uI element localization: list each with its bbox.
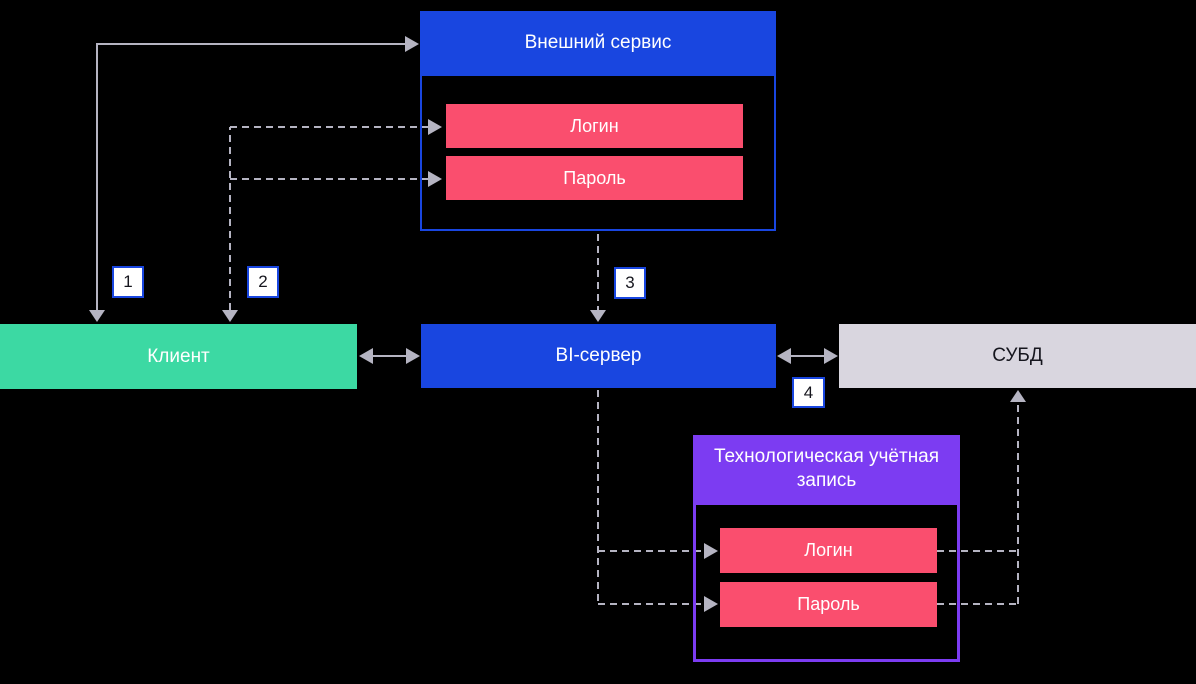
step-label-2: 2 bbox=[247, 266, 279, 298]
bi-server-label: BI-сервер bbox=[555, 345, 642, 366]
bi-server-box: BI-сервер bbox=[421, 324, 776, 388]
dbms-box: СУБД bbox=[839, 324, 1196, 388]
external-service-header: Внешний сервис bbox=[420, 11, 776, 74]
step-2-text: 2 bbox=[258, 272, 268, 291]
client-box: Клиент bbox=[0, 324, 357, 389]
external-login-label: Логин bbox=[570, 115, 619, 136]
external-password-label: Пароль bbox=[563, 167, 626, 188]
client-label: Клиент bbox=[147, 345, 210, 367]
conn-client-bi bbox=[359, 348, 420, 364]
tech-login-field: Логин bbox=[720, 528, 937, 573]
external-service-title: Внешний сервис bbox=[524, 31, 672, 53]
step-label-3: 3 bbox=[614, 267, 646, 299]
step-label-1: 1 bbox=[112, 266, 144, 298]
tech-password-label: Пароль bbox=[797, 594, 860, 614]
tech-account-header: Технологическая учётная запись bbox=[693, 435, 960, 502]
external-login-field: Логин bbox=[446, 104, 743, 148]
external-service-body bbox=[420, 74, 776, 231]
dbms-label: СУБД bbox=[992, 345, 1043, 366]
step-4-text: 4 bbox=[803, 382, 814, 402]
step-label-4: 4 bbox=[792, 377, 825, 408]
tech-login-label: Логин bbox=[804, 540, 853, 560]
tech-password-field: Пароль bbox=[720, 582, 937, 627]
conn-external-bi bbox=[590, 234, 606, 322]
tech-account-body bbox=[693, 502, 960, 662]
step-3-text: 3 bbox=[625, 273, 635, 292]
external-password-field: Пароль bbox=[446, 156, 743, 200]
tech-account-title: Технологическая учётная запись bbox=[713, 445, 940, 491]
step-1-text: 1 bbox=[123, 272, 133, 291]
conn-bi-dbms bbox=[777, 348, 838, 364]
